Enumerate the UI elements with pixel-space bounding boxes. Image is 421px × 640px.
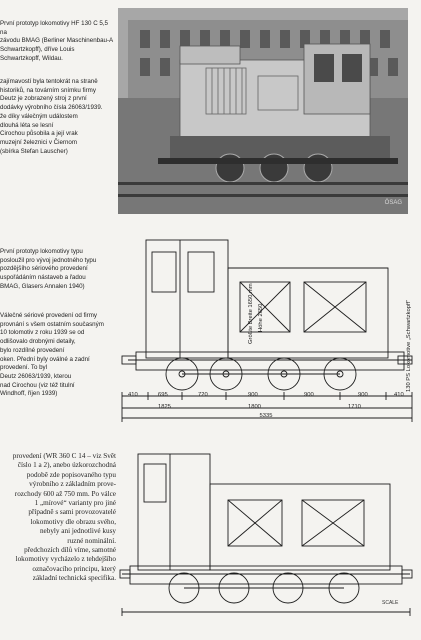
caption-line: posloužil pro vývoj jednotného typu — [0, 256, 97, 264]
caption-line: muzejní železnici v Čiernom — [0, 138, 78, 146]
caption-line: nad Cirochou (viz též titulní — [0, 381, 75, 389]
locomotive-photo-image — [118, 8, 408, 214]
caption-line: Windhoff, říjen 1939) — [0, 390, 58, 398]
body-line: číslo 1 a 2), anebo úzkorozchodná — [17, 461, 116, 470]
caption-line: První prototyp lokomotivy typu — [0, 248, 83, 255]
body-line: označovacího principu, který — [32, 564, 116, 573]
caption-line: provnání s všem ostatním současným — [0, 320, 104, 328]
photo-caption: První prototyp lokomotivy HF 130 C 5,5 n… — [0, 20, 116, 64]
dim-label: 410 — [394, 392, 404, 398]
body-line: provedení (WR 360 C 14 – viz Svět — [12, 452, 116, 460]
dim-label: 410 — [128, 392, 138, 398]
body-line: případně s sami provozovatelé — [28, 508, 116, 517]
caption-line: Deutz 26063/1939, kterou — [0, 372, 72, 380]
caption-line: oken. Přední byly oválné a zadní — [0, 355, 90, 363]
caption-line: První prototyp lokomotivy HF 130 C 5,5 n… — [0, 20, 108, 36]
caption-line: závodu BMAG (Berliner Maschinenbau-A — [0, 37, 114, 45]
body-line: ruzné nominální. — [67, 536, 116, 545]
body-line: předchozích dílů víme, samotné — [24, 546, 116, 555]
dim-label: 1800 — [248, 404, 261, 410]
body-line: výrobního z základním prove- — [29, 480, 116, 489]
caption-line: dodávky výrobního čísla 26063/1939. — [0, 104, 103, 112]
caption-line: 10 tolomotiv z roku 1939 se od — [0, 329, 85, 337]
photo-note: zajímavostí byla tentokrát na straně his… — [0, 78, 116, 156]
caption-line: BMAG, Glasers Annalen 1940) — [0, 282, 85, 290]
caption-line: Válečné sériové provedení od firmy — [0, 312, 97, 319]
drawing-vertical-label: 130 PS Lokomotive „Schwartzkopff“ — [406, 299, 412, 392]
dim-label: 1825 — [158, 404, 171, 410]
locomotive-photo: ÖSAG — [118, 8, 408, 214]
caption-line: Schwartzkopff), dříve Louis Schwartzkopf… — [0, 46, 75, 62]
body-line: lokomotivy vycházelo z tehdejšího — [15, 555, 116, 564]
body-line: 1 „mírové“ varianty pro jiné — [34, 499, 116, 508]
drawing-vertical-label: Höhe 2650 — [258, 303, 264, 332]
dim-label: 1710 — [348, 404, 361, 410]
caption-line: historiků, na továrním snímku firmy — [0, 86, 96, 94]
drawing2-label: SCALE — [382, 600, 399, 606]
drawing-caption-2: Válečné sériové provedení od firmy provn… — [0, 312, 116, 399]
photo-credit: ÖSAG — [384, 200, 402, 206]
caption-line: uspořádáním nástaveb a řadou — [0, 274, 86, 282]
caption-line: zajímavostí byla tentokrát na straně — [0, 78, 98, 85]
caption-line: dlouhá léta se lesní — [0, 121, 54, 129]
dim-label: 900 — [304, 392, 314, 398]
dim-label: 900 — [358, 392, 368, 398]
caption-line: Deutz je zobrazený stroj z první — [0, 95, 87, 103]
drawing-caption: První prototyp lokomotivy typu posloužil… — [0, 248, 116, 292]
dim-label: 900 — [248, 392, 258, 398]
caption-line: že díky válečným událostem — [0, 112, 78, 120]
drawing2-svg — [119, 453, 413, 616]
body-line: nebyly ani jednotlivé kusy — [39, 527, 116, 536]
caption-line: (sbírka Stefan Lauscher) — [0, 147, 68, 155]
body-line: lokomotivy dle obrazu svého, — [30, 517, 116, 526]
drawing-vertical-label: Größte Breite 1650 mm — [248, 283, 254, 344]
dim-label: 720 — [198, 392, 208, 398]
technical-drawing-side: Größte Breite 1650 mm Höhe 2650 130 PS L… — [118, 232, 414, 422]
caption-line: odlišovalo drobnými detaily, — [0, 338, 76, 346]
technical-drawing-side-2 — [118, 440, 414, 630]
body-line: podobě zde popisovaného typu — [26, 470, 116, 479]
dim-row-total: 5335 — [118, 413, 414, 419]
dim-label: 5335 — [259, 413, 273, 419]
caption-line: provedení. To byl — [0, 364, 48, 372]
caption-line: pozdějšího sériového provedení — [0, 265, 88, 273]
body-text: provedení (WR 360 C 14 – viz Svět číslo … — [0, 452, 116, 584]
body-line: základní technická specifika. — [32, 574, 116, 583]
caption-line: Cirochou působila a její vrak — [0, 130, 78, 138]
body-line: rozchody 600 až 750 mm. Po válce — [14, 489, 116, 498]
dim-label: 695 — [158, 392, 168, 398]
caption-line: bylo rozdílné provedení — [0, 346, 65, 354]
drawing-svg — [121, 239, 413, 422]
